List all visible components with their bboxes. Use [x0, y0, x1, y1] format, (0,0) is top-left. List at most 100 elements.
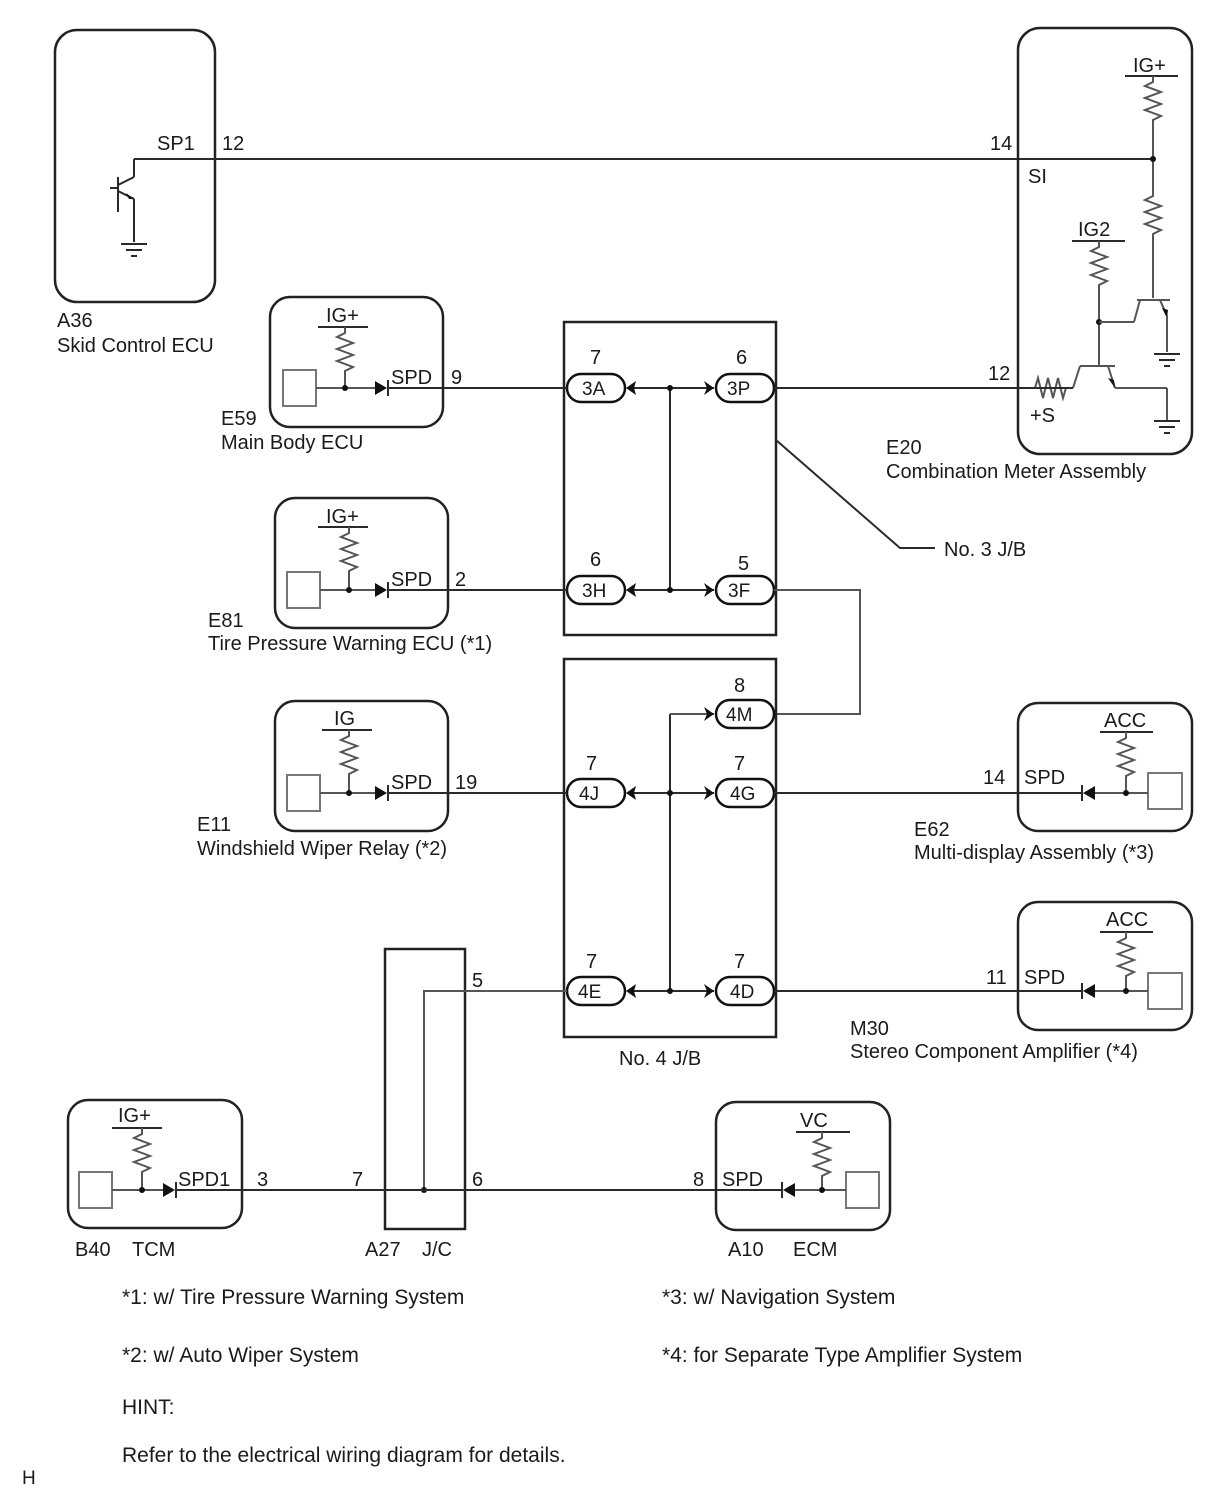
diode-icon [375, 583, 387, 597]
a36-terminal-name: SP1 [157, 133, 195, 155]
e20-box [1016, 26, 1194, 456]
hint-title: HINT: [122, 1396, 175, 1419]
svg-text:3H: 3H [582, 581, 606, 602]
svg-text:IG+: IG+ [118, 1105, 151, 1127]
resistor-icon [340, 729, 358, 781]
a36-code: A36 [57, 310, 93, 332]
svg-text:7: 7 [734, 951, 745, 973]
diode-icon [1083, 984, 1095, 998]
connector-3f: 3F 5 [704, 553, 776, 606]
svg-text:M30: M30 [850, 1018, 889, 1040]
svg-text:SPD: SPD [1024, 767, 1065, 789]
connector-arrow-icon [704, 984, 714, 998]
jb3-label: No. 3 J/B [944, 539, 1026, 561]
svg-text:ACC: ACC [1106, 909, 1148, 931]
svg-text:Windshield Wiper Relay (*2): Windshield Wiper Relay (*2) [197, 838, 447, 860]
svg-text:IG: IG [334, 708, 355, 730]
resistor-icon [340, 526, 358, 578]
resistor-icon [813, 1131, 831, 1183]
svg-text:6: 6 [736, 347, 747, 369]
hint-text: Refer to the electrical wiring diagram f… [122, 1444, 566, 1467]
b40-tcm: IG+ SPD1 3 B40 TCM [66, 1098, 268, 1261]
connector-arrow-icon [704, 707, 714, 721]
e81-tire-pressure-warning-ecu: IG+ SPD 2 E81 Tire Pressure Warning ECU … [208, 496, 492, 655]
diode-icon [163, 1183, 175, 1197]
jb4-label: No. 4 J/B [619, 1048, 701, 1070]
corner-mark: H [22, 1468, 36, 1489]
svg-text:SPD: SPD [391, 569, 432, 591]
jb3-leader-line [775, 439, 935, 549]
diode-icon [1083, 786, 1095, 800]
svg-text:7: 7 [586, 753, 597, 775]
a27-junction-connector: 5 7 6 A27 J/C [352, 947, 567, 1261]
a36-skid-control-ecu: SP1 12 A36 Skid Control ECU [53, 28, 244, 357]
svg-text:9: 9 [451, 367, 462, 389]
svg-text:3: 3 [257, 1169, 268, 1191]
resistor-icon [1144, 75, 1162, 127]
connector-arrow-icon [704, 381, 714, 395]
e20-label-s: +S [1030, 405, 1055, 427]
svg-text:7: 7 [586, 951, 597, 973]
e20-pin-s: 12 [988, 363, 1010, 385]
svg-text:SPD: SPD [391, 367, 432, 389]
signal-source-icon [1147, 772, 1183, 810]
connector-4e: 4E 7 [565, 951, 636, 1007]
e20-label-si: SI [1028, 166, 1047, 188]
resistor-icon [1144, 189, 1162, 241]
connector-4m: 4M 8 [704, 675, 776, 730]
svg-text:7: 7 [590, 347, 601, 369]
diode-icon [375, 786, 387, 800]
connector-arrow-icon [704, 786, 714, 800]
svg-text:Stereo Component Amplifier (*4: Stereo Component Amplifier (*4) [850, 1041, 1138, 1063]
svg-text:5: 5 [738, 553, 749, 575]
svg-text:E62: E62 [914, 819, 950, 841]
note-1: *1: w/ Tire Pressure Warning System [122, 1286, 464, 1309]
signal-source-icon [845, 1171, 880, 1209]
svg-text:11: 11 [986, 967, 1007, 989]
svg-text:ACC: ACC [1104, 710, 1146, 732]
svg-text:8: 8 [693, 1169, 704, 1191]
a10-ecm: VC SPD 8 A10 ECM [693, 1100, 892, 1261]
e59-main-body-ecu: IG+ SPD 9 E59 Main Body ECU [221, 295, 462, 454]
svg-text:6: 6 [590, 549, 601, 571]
svg-text:Multi-display Assembly (*3): Multi-display Assembly (*3) [914, 842, 1154, 864]
svg-text:ECM: ECM [793, 1239, 837, 1261]
note-4: *4: for Separate Type Amplifier System [662, 1344, 1022, 1367]
svg-text:A10: A10 [728, 1239, 764, 1261]
transistor-icon [1072, 365, 1168, 420]
junction-dot [1150, 156, 1156, 162]
e20-name: Combination Meter Assembly [886, 461, 1146, 483]
connector-arrow-icon [626, 984, 636, 998]
connector-4d: 4D 7 [704, 951, 776, 1007]
connector-3p: 3P 6 [704, 347, 776, 404]
connector-arrow-icon [626, 786, 636, 800]
ground-icon [1153, 353, 1181, 367]
svg-text:4E: 4E [578, 982, 601, 1003]
svg-text:E11: E11 [197, 814, 231, 836]
junction-block-3: No. 3 J/B 3A 7 3P 6 3H 6 3F 5 [562, 320, 1026, 637]
transistor-icon [110, 159, 135, 242]
connector-4j: 4J 7 [565, 753, 636, 809]
resistor-icon [1117, 731, 1135, 783]
svg-text:SPD1: SPD1 [178, 1169, 230, 1191]
svg-text:A27: A27 [365, 1239, 401, 1261]
svg-text:8: 8 [734, 675, 745, 697]
svg-text:19: 19 [455, 772, 477, 794]
svg-text:E81: E81 [208, 610, 244, 632]
connector-3a: 3A 7 [565, 347, 636, 404]
svg-text:Main Body ECU: Main Body ECU [221, 432, 363, 454]
e20-supply-mid: IG2 [1078, 219, 1110, 241]
connector-4g: 4G 7 [704, 753, 776, 809]
ground-icon [120, 243, 148, 257]
svg-text:4M: 4M [726, 705, 752, 726]
diode-icon [783, 1183, 795, 1197]
svg-text:3F: 3F [728, 581, 750, 602]
e20-supply-top: IG+ [1133, 55, 1166, 77]
svg-text:SPD: SPD [722, 1169, 763, 1191]
svg-text:B40: B40 [75, 1239, 111, 1261]
svg-text:7: 7 [734, 753, 745, 775]
ground-icon [1153, 420, 1181, 434]
jb4-box [562, 657, 778, 1039]
signal-source-icon [282, 369, 317, 407]
